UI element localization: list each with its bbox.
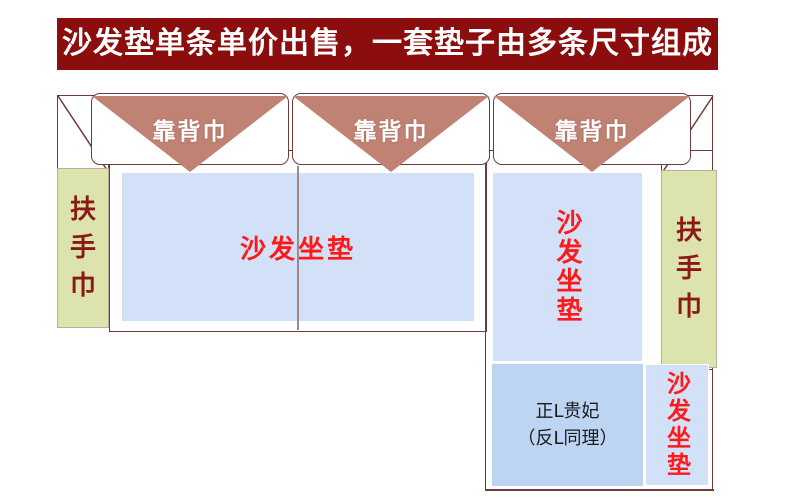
- chaise-area[interactable]: 正L贵妃 （反L同理）: [492, 364, 643, 486]
- chaise-note-line-2: （反L同理）: [517, 428, 618, 449]
- backrest-panel-3[interactable]: 靠背巾: [493, 93, 691, 172]
- chaise-note-line-1: 正L贵妃: [535, 400, 600, 422]
- cushion-third-seat[interactable]: 沙发坐垫: [492, 172, 643, 362]
- armrest-left-label: 扶 手 巾: [58, 169, 108, 327]
- frame-chaise-bottom: [485, 489, 714, 491]
- chaise-note: 正L贵妃 （反L同理）: [492, 364, 643, 486]
- page-title: 沙发垫单条单价出售，一套垫子由多条尺寸组成: [62, 26, 713, 61]
- armrest-right-char-1: 扶: [675, 216, 702, 246]
- backrest-panel-1[interactable]: 靠背巾: [91, 93, 289, 172]
- armrest-left-char-1: 扶: [69, 195, 96, 225]
- backrest-label-1: 靠背巾: [152, 119, 228, 145]
- cushion-divider-main: [297, 166, 299, 330]
- cushion-main-seat-label: 沙发坐垫: [122, 173, 474, 321]
- cushion-chaise-strip-label: 沙发坐垫: [662, 371, 691, 479]
- armrest-left-char-2: 手: [69, 233, 96, 263]
- armrest-left-char-3: 巾: [69, 271, 96, 301]
- cushion-third-seat-label: 沙发坐垫: [552, 209, 582, 325]
- backrest-label-3: 靠背巾: [554, 119, 630, 145]
- title-banner: 沙发垫单条单价出售，一套垫子由多条尺寸组成: [57, 18, 718, 70]
- armrest-right[interactable]: 扶 手 巾: [661, 170, 717, 368]
- backrest-panel-2[interactable]: 靠背巾: [292, 93, 490, 172]
- armrest-right-char-3: 巾: [675, 292, 702, 322]
- armrest-left[interactable]: 扶 手 巾: [57, 168, 109, 328]
- armrest-right-char-2: 手: [675, 254, 702, 284]
- backrest-label-2: 靠背巾: [353, 119, 429, 145]
- armrest-right-label: 扶 手 巾: [662, 171, 716, 367]
- cushion-chaise-strip[interactable]: 沙发坐垫: [645, 364, 709, 486]
